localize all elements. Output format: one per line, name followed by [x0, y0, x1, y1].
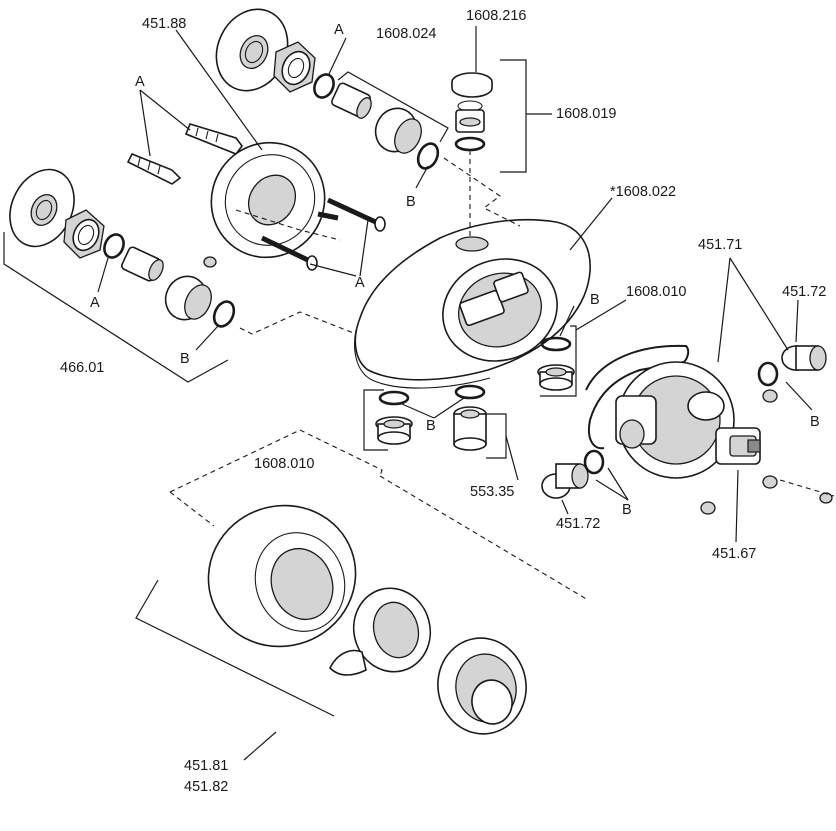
cap-1608-216 [451, 72, 493, 98]
union-nut-left [63, 209, 105, 259]
thermostatic-valve-body [615, 361, 735, 479]
wall-flange-left [9, 168, 75, 248]
leader-lines [97, 26, 813, 761]
o-ring-b-top [416, 142, 440, 170]
label-1608-010-left: 1608.010 [254, 456, 314, 472]
label-b-pipe-top: B [406, 194, 416, 210]
bracket-451-81 [135, 579, 335, 717]
valve-screws [700, 389, 833, 515]
wall-plug-lower [126, 152, 182, 185]
o-ring-filter-top [757, 361, 779, 387]
bracket-1608-024 [337, 71, 449, 143]
union-nut-top [273, 41, 316, 93]
sleeve-left [164, 275, 212, 321]
wall-plug-upper [184, 123, 243, 155]
label-553-35: 553.35 [470, 484, 514, 500]
fitting-553-35 [453, 406, 487, 451]
label-a-screws: A [355, 275, 365, 291]
label-b-bottom: B [426, 418, 436, 434]
o-ring-cartridge [454, 136, 486, 152]
assembly-dashed-lines [169, 150, 835, 601]
screw-short [317, 211, 339, 221]
label-451-88: 451.88 [142, 16, 186, 32]
label-a-pipe-left: A [90, 295, 100, 311]
adaptor-left [121, 246, 164, 282]
bracket-1608-010-right [540, 299, 627, 397]
wall-flange-top [215, 8, 289, 92]
label-451-72-top: 451.72 [782, 284, 826, 300]
o-ring-553-35 [454, 384, 486, 400]
small-screw-backplate [203, 256, 217, 268]
bracket-1608-010-left [363, 389, 388, 451]
label-b-mid: B [590, 292, 600, 308]
label-a-top: A [334, 22, 344, 38]
temperature-lever [329, 587, 432, 676]
label-b-valve-left: B [622, 502, 632, 518]
filter-451-72-top [781, 345, 827, 371]
label-451-82: 451.82 [184, 779, 228, 795]
label-1608-024: 1608.024 [376, 26, 436, 42]
valve-spindle-451-67 [715, 427, 761, 465]
label-a-left: A [135, 74, 145, 90]
label-451-67: 451.67 [712, 546, 756, 562]
sleeve-top [374, 107, 422, 154]
label-b-valve-right: B [810, 414, 820, 430]
label-451-81: 451.81 [184, 758, 228, 774]
label-1608-216: 1608.216 [466, 8, 526, 24]
label-451-71: 451.71 [698, 237, 742, 253]
cartridge-body [455, 100, 485, 133]
o-ring-checkvalve-right [540, 336, 572, 352]
o-ring-checkvalve-left [378, 390, 410, 406]
part-labels: 451.88 A 1608.024 1608.216 1608.019 A B … [60, 8, 826, 795]
screw-long-lower [260, 235, 318, 271]
check-valve-right [537, 364, 575, 391]
label-466-01: 466.01 [60, 360, 104, 376]
bracket-466-01 [3, 232, 229, 383]
shroud-cover [207, 504, 357, 648]
bracket-553-35 [486, 413, 519, 481]
label-451-72-bottom: 451.72 [556, 516, 600, 532]
filter-451-72-bottom [541, 463, 589, 499]
check-valve-left [375, 416, 413, 445]
label-1608-022: *1608.022 [610, 184, 676, 200]
o-ring-filter-bottom [583, 449, 605, 475]
o-ring-a-left [103, 233, 125, 259]
bracket-1608-019 [500, 59, 552, 173]
o-ring-b-left [212, 300, 236, 328]
label-1608-019: 1608.019 [556, 106, 616, 122]
control-knob [437, 637, 527, 735]
screw-long-upper [326, 197, 386, 232]
adaptor-top [331, 82, 372, 119]
label-b-pipe-left: B [180, 351, 190, 367]
main-body-housing [354, 218, 591, 389]
label-1608-010-right: 1608.010 [626, 284, 686, 300]
